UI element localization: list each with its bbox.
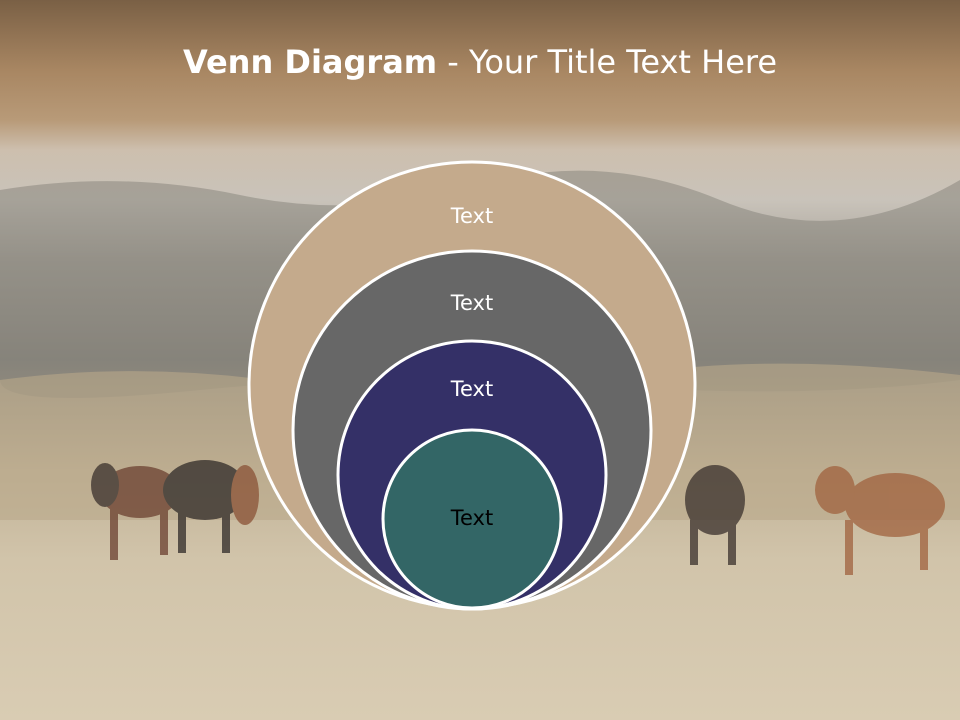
- circle-second-label: Text: [450, 291, 493, 315]
- circle-third-label: Text: [450, 377, 493, 401]
- circle-inner: [381, 428, 563, 610]
- circle-inner-label: Text: [450, 506, 493, 530]
- cattle-left: [91, 460, 259, 560]
- circle-outer-label: Text: [450, 204, 493, 228]
- title-rest: - Your Title Text Here: [437, 43, 778, 81]
- cattle-right: [685, 465, 945, 575]
- title-bold: Venn Diagram: [182, 43, 438, 81]
- page-title: Venn Diagram - Your Title Text Here: [0, 40, 960, 84]
